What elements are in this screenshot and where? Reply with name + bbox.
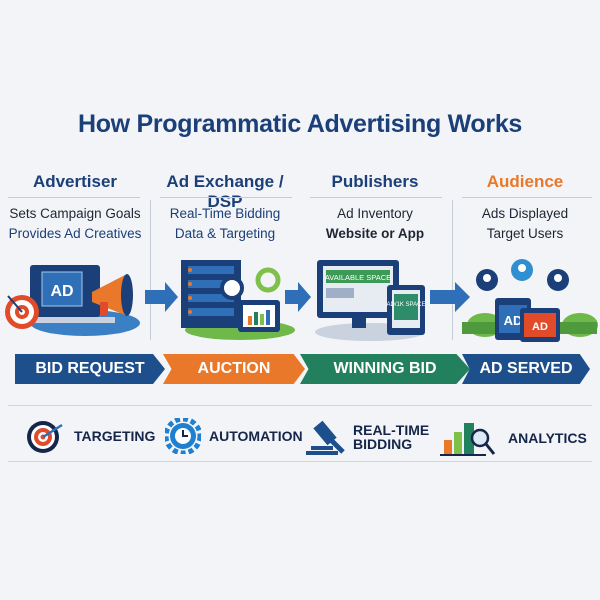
- divider: [8, 461, 592, 462]
- arrow-icon: [145, 282, 178, 312]
- flow-step-bid-request: BID REQUEST: [15, 354, 165, 384]
- description-line: Provides Ad Creatives: [8, 226, 142, 241]
- ad-screen-label: AD: [504, 313, 523, 328]
- target-icon: [5, 295, 39, 329]
- audience-illustration: AD AD: [462, 259, 598, 342]
- feature-label-line: REAL-TIME: [353, 422, 430, 438]
- flow-step-auction: AUCTION: [163, 354, 305, 384]
- divider: [462, 197, 592, 198]
- ad-screen-label: AD: [532, 321, 548, 333]
- description-line: Data & Targeting: [174, 226, 276, 241]
- flow-step-ad-served: AD SERVED: [462, 354, 590, 384]
- description-line: Target Users: [486, 226, 564, 241]
- description-line: Ad Inventory: [337, 206, 413, 221]
- flow-label: BID REQUEST: [35, 360, 145, 377]
- divider: [160, 197, 292, 198]
- audience-description: Ads Displayed Target Users: [450, 204, 600, 244]
- divider: [8, 405, 592, 406]
- arrow-icon: [430, 282, 470, 312]
- publisher-screens-illustration: AVAILABLE SPACE AD/1K SPACE: [315, 260, 425, 341]
- page-title: How Programmatic Advertising Works: [77, 110, 523, 138]
- illustrations: AD AVAILABLE SPACE: [5, 259, 598, 342]
- exchange-description: Real-Time Bidding Data & Targeting: [150, 204, 300, 244]
- gear-icon: [220, 276, 244, 300]
- advertiser-laptop-illustration: AD: [5, 265, 140, 336]
- target-icon: [27, 421, 63, 453]
- divider: [8, 197, 140, 198]
- feature-label-line: BIDDING: [353, 436, 413, 452]
- feature-targeting: TARGETING: [26, 418, 155, 454]
- flow-step-winning-bid: WINNING BID: [300, 354, 470, 384]
- megaphone-icon: [92, 274, 133, 316]
- description-line: Sets Campaign Goals: [9, 206, 141, 221]
- arrow-icon: [285, 282, 311, 312]
- tablet-ad-label: AD/1K SPACE: [387, 302, 426, 308]
- heading-advertiser: Advertiser: [32, 172, 118, 191]
- divider: [150, 200, 151, 340]
- description-line: Ads Displayed: [481, 206, 569, 221]
- description-line: Website or App: [325, 226, 425, 241]
- heading-publishers: Publishers: [331, 172, 419, 191]
- gear-icon: [255, 267, 281, 293]
- server-illustration: [181, 260, 295, 340]
- description-line: Real-Time Bidding: [169, 206, 281, 221]
- bar-chart-magnifier-icon: [440, 423, 496, 456]
- advertiser-description: Sets Campaign Goals Provides Ad Creative…: [0, 204, 150, 244]
- flow-label: AUCTION: [197, 360, 271, 377]
- divider: [452, 200, 453, 340]
- feature-automation: AUTOMATION: [165, 418, 303, 454]
- feature-analytics: ANALYTICS: [440, 418, 587, 458]
- available-space-label: AVAILABLE SPACE: [325, 273, 391, 282]
- divider: [310, 197, 442, 198]
- feature-label: TARGETING: [74, 428, 156, 444]
- gavel-icon: [306, 420, 345, 455]
- heading-ad-exchange: Ad Exchange / DSP: [166, 172, 284, 211]
- flow-label: AD SERVED: [479, 360, 573, 377]
- heading-audience: Audience: [486, 172, 564, 191]
- feature-label: AUTOMATION: [209, 428, 303, 444]
- ad-screen-label: AD: [50, 283, 73, 300]
- gear-clock-icon: [165, 418, 201, 454]
- flow-label: WINNING BID: [333, 360, 437, 377]
- publishers-description: Ad Inventory Website or App: [300, 204, 450, 244]
- feature-label: ANALYTICS: [508, 430, 587, 446]
